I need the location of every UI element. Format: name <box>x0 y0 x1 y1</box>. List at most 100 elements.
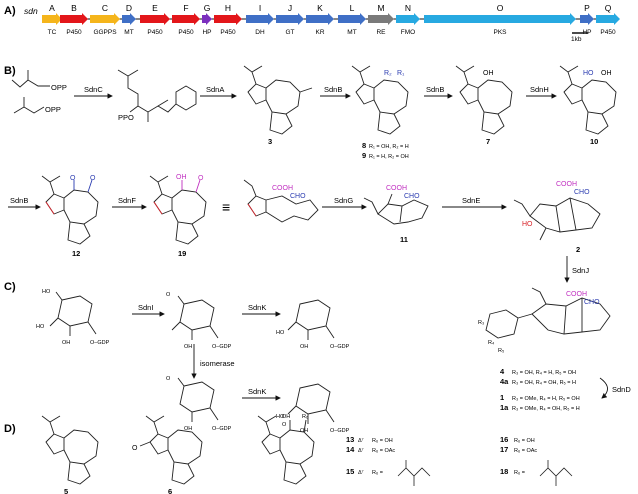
item-id: 14 <box>346 445 355 454</box>
gene-arrow-i <box>246 13 274 25</box>
gene-letter-h: H <box>225 3 231 13</box>
gene-arrow-a <box>42 13 62 25</box>
enzyme-sdnc: SdnC <box>84 85 103 94</box>
product-id: 1 <box>500 393 504 402</box>
glycoside-product-structure <box>485 287 611 339</box>
o-label-d: O <box>282 422 287 428</box>
ppo-label: PPO <box>118 113 134 122</box>
ho-label-c1b: HO <box>36 324 45 330</box>
gene-arrow-l <box>338 13 366 25</box>
compound-13-18-list: 13 Δ⁷ R₆ = OH 14 Δ⁷ R₆ = OAc 15 Δ⁷ R₆ = … <box>346 435 537 476</box>
isomer-sugar-structure <box>177 377 219 422</box>
oh-label-19: OH <box>176 174 187 181</box>
o-label-6: O <box>132 445 138 452</box>
gene-letter-g: G <box>204 3 211 13</box>
gdp-label-c5: O–GDP <box>330 428 350 434</box>
ho-label-2: HO <box>522 221 533 228</box>
compound-2-structure <box>513 197 601 241</box>
lactyl-ester-fragments <box>397 460 573 486</box>
gene-letter-j: J <box>288 3 292 13</box>
compound-12-structure <box>41 175 99 245</box>
gene-letter-p: P <box>584 3 590 13</box>
deoxy-sugar-structure-1 <box>287 299 335 340</box>
gene-letter-q: Q <box>605 3 612 13</box>
gene-arrow-e <box>140 13 170 25</box>
panel-label-d: D) <box>4 423 16 435</box>
gene-arrow-b <box>60 13 88 25</box>
gene-arrow-j <box>276 13 304 25</box>
gene-arrow-p <box>580 13 594 25</box>
gene-annotation-b: P450 <box>66 29 82 36</box>
compound-label-7: 7 <box>486 137 490 146</box>
gene-letter-d: D <box>126 3 132 13</box>
enzyme-sdnb-3: SdnB <box>10 196 28 205</box>
enzyme-sdnd: SdnD <box>612 385 631 394</box>
item-delta: Δ⁷ <box>358 469 364 476</box>
compound-3-structure <box>243 65 313 135</box>
gene-annotation-j: GT <box>285 29 294 36</box>
cooh-label-2: COOH <box>556 181 577 188</box>
compound-5-structure <box>41 415 99 485</box>
gene-arrow-d <box>122 13 136 25</box>
gene-letter-o: O <box>497 3 504 13</box>
compound-8-desc: R₁ = OH, R₂ = H <box>369 144 409 150</box>
r5-label: R₅ <box>498 348 504 354</box>
gene-letter-k: K <box>317 3 323 13</box>
gene-arrow-g <box>202 13 212 25</box>
gene-arrow-h <box>214 13 242 25</box>
gdp-label-c4: O–GDP <box>212 426 232 432</box>
item-id: 15 <box>346 467 354 476</box>
item-desc: R₆ = OAc <box>372 448 395 454</box>
gene-annotation-h: P450 <box>220 29 236 36</box>
item-delta: Δ⁷ <box>358 447 364 454</box>
product-id: 4a <box>500 377 509 386</box>
ggpp-structure <box>117 69 197 122</box>
gene-annotation-g: HP <box>202 29 211 36</box>
o-label-12a: O <box>70 175 76 182</box>
item-id: 16 <box>500 435 508 444</box>
compound-label-2: 2 <box>576 245 580 254</box>
compound-label-5: 5 <box>64 487 68 494</box>
o-label-19: O <box>198 175 204 182</box>
cho-label-2: CHO <box>574 189 590 196</box>
gene-arrow-o <box>424 13 576 25</box>
r3-label: R₃ <box>478 320 484 326</box>
gene-annotation-i: DH <box>255 29 265 36</box>
compound-6-structure <box>139 415 203 485</box>
enzyme-sdne: SdnE <box>462 196 480 205</box>
enzyme-sdnb-1: SdnB <box>324 85 342 94</box>
gene-letter-a: A <box>49 3 55 13</box>
product-desc: R₃ = OH, R₄ = H, R₅ = OH <box>512 370 576 376</box>
opp-label-2: OPP <box>45 105 61 114</box>
item-id: 18 <box>500 467 508 476</box>
item-desc: R₆ = <box>372 470 383 476</box>
enzyme-sdng: SdnG <box>334 196 353 205</box>
compound-11-structure <box>363 193 429 225</box>
cho-label-product: CHO <box>584 299 600 306</box>
item-id: 17 <box>500 445 508 454</box>
gene-arrow-m <box>368 13 394 25</box>
gdp-label-c2: O–GDP <box>212 344 232 350</box>
o-label-c2: O <box>166 292 171 298</box>
ho-label-c1a: HO <box>42 289 51 295</box>
gdp-label-c1: O–GDP <box>90 340 110 346</box>
cho-label-19alt: CHO <box>290 193 306 200</box>
product-desc: R₃ = OH, R₄ = OH, R₅ = H <box>512 380 576 386</box>
scale-label: 1kb <box>571 36 582 43</box>
cooh-label-19alt: COOH <box>272 185 293 192</box>
panel-label-b: B) <box>4 65 16 77</box>
r1-label: R₁ <box>397 70 405 77</box>
compound-10-structure <box>559 65 617 135</box>
o-label-c4: O <box>166 376 171 382</box>
product-id: 4 <box>500 367 505 376</box>
gene-letter-e: E <box>152 3 158 13</box>
item-desc: R₆ = OAc <box>514 448 537 454</box>
item-delta: Δ⁷ <box>358 437 364 444</box>
item-desc: R₆ = OH <box>514 438 535 444</box>
oh-label-c3: OH <box>300 344 308 350</box>
panel-label-a: A) <box>4 5 16 17</box>
gene-annotation-c: GGPPS <box>93 29 117 36</box>
oh-label-7: OH <box>483 70 494 77</box>
item-desc: R₆ = OH <box>372 438 393 444</box>
